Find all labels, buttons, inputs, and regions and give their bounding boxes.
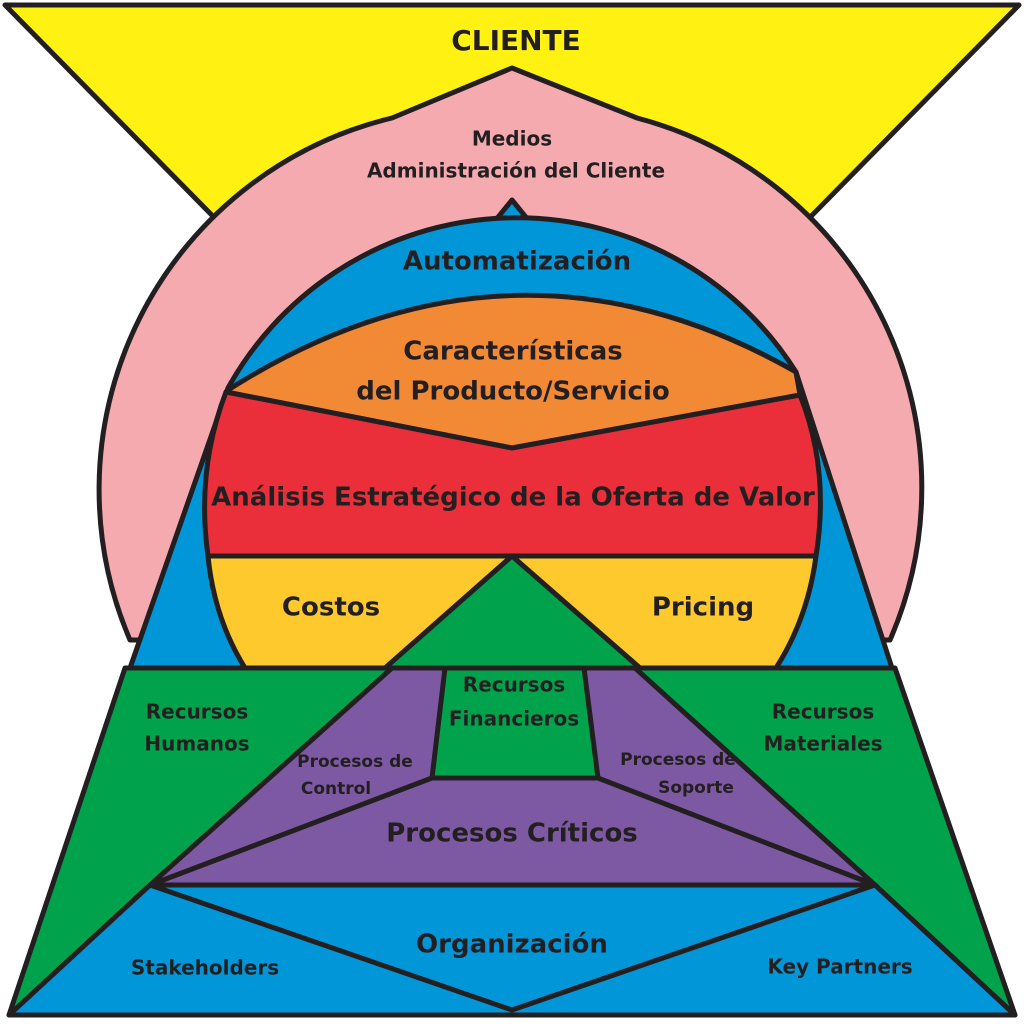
financial-resources-label-line1: Recursos <box>463 673 565 697</box>
support-processes-label-line2: Soporte <box>658 778 734 798</box>
key-partners-label: Key Partners <box>767 955 912 979</box>
strategic-analysis-label: Análisis Estratégico de la Oferta de Val… <box>211 483 815 513</box>
human-resources-label-line2: Humanos <box>144 732 249 756</box>
critical-processes-label: Procesos Críticos <box>386 819 638 849</box>
critical-processes-divider <box>149 775 876 888</box>
characteristics-label-line2: del Producto/Servicio <box>356 377 670 407</box>
human-resources-label-line1: Recursos <box>146 700 248 724</box>
customer-management-label: Administración del Cliente <box>367 159 665 183</box>
stakeholders-label: Stakeholders <box>131 956 279 980</box>
organization-label: Organización <box>416 930 608 960</box>
material-resources-label-line1: Recursos <box>772 700 874 724</box>
financial-resources-label-line2: Financieros <box>449 707 579 731</box>
financial-resources-peak <box>382 553 643 671</box>
characteristics-label-line1: Características <box>403 337 622 367</box>
client-label: CLIENTE <box>451 24 581 57</box>
organization-divider <box>149 882 876 1013</box>
control-processes-label-line2: Control <box>301 779 371 799</box>
pricing-label: Pricing <box>652 593 754 623</box>
automation-label: Automatización <box>403 247 631 277</box>
organization-region <box>6 882 1018 1018</box>
characteristics-segment <box>223 292 803 451</box>
media-label: Medios <box>472 127 552 151</box>
costs-label: Costos <box>282 593 380 623</box>
material-resources-label-line2: Materiales <box>763 732 882 756</box>
support-processes-label-line1: Procesos de <box>620 750 736 770</box>
control-processes-label-line1: Procesos de <box>297 752 413 772</box>
